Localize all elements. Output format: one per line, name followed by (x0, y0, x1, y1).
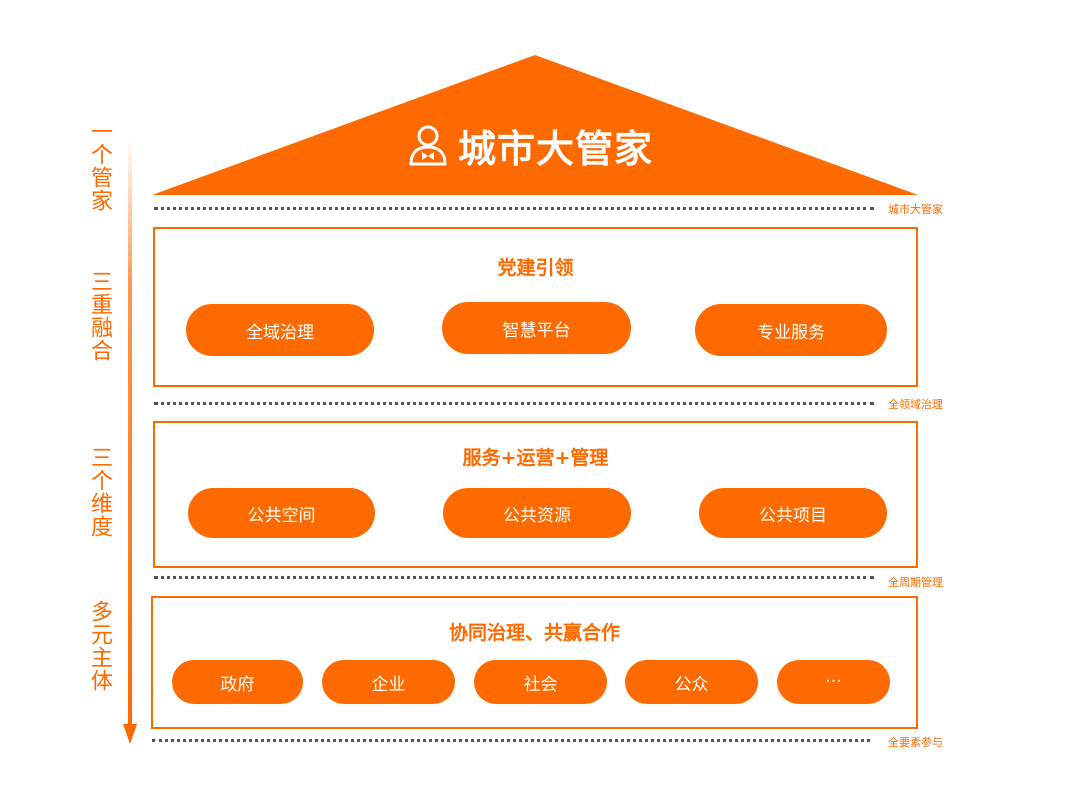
roof-triangle (152, 55, 918, 195)
pill-public: 公众 (625, 660, 758, 704)
layer-collaborative-governance: 协同治理、共赢合作 政府 企业 社会 公众 ··· (151, 596, 918, 729)
layer-title: 党建引领 (497, 257, 574, 279)
separator-line (154, 207, 874, 210)
down-arrow-icon (123, 138, 137, 744)
separator-label: 全要素参与 (888, 736, 943, 749)
separator-label: 全领域治理 (888, 398, 943, 411)
pill-society: 社会 (474, 660, 607, 704)
separator-line (154, 402, 874, 405)
pill-professional-service: 专业服务 (695, 304, 887, 356)
layer-party-leadership: 党建引领 全域治理 智慧平台 专业服务 (153, 227, 918, 387)
side-label-one-steward: 一个管家 (87, 120, 112, 212)
pill-more: ··· (777, 660, 890, 704)
pill-smart-platform: 智慧平台 (442, 302, 631, 354)
pill-enterprise: 企业 (322, 660, 455, 704)
pill-public-projects: 公共项目 (699, 488, 887, 538)
side-label-three-dimensions: 三个维度 (87, 446, 112, 538)
pill-government: 政府 (172, 660, 303, 704)
layer-title: 服务+运营+管理 (462, 447, 609, 469)
side-label-multiple-subjects: 多元主体 (87, 600, 112, 692)
roof-title: 城市大管家 (458, 127, 654, 171)
separator-line (152, 739, 870, 742)
pill-public-resources: 公共资源 (443, 488, 631, 538)
layer-service-operation-management: 服务+运营+管理 公共空间 公共资源 公共项目 (153, 421, 918, 568)
butler-icon (409, 125, 447, 166)
pill-global-governance: 全域治理 (186, 304, 374, 356)
layer-title: 协同治理、共赢合作 (448, 622, 620, 644)
pill-public-space: 公共空间 (188, 488, 375, 538)
separator-label: 全周期管理 (888, 576, 943, 589)
side-label-triple-fusion: 三重融合 (87, 270, 112, 362)
separator-line (154, 576, 874, 579)
separator-label: 城市大管家 (888, 203, 943, 216)
